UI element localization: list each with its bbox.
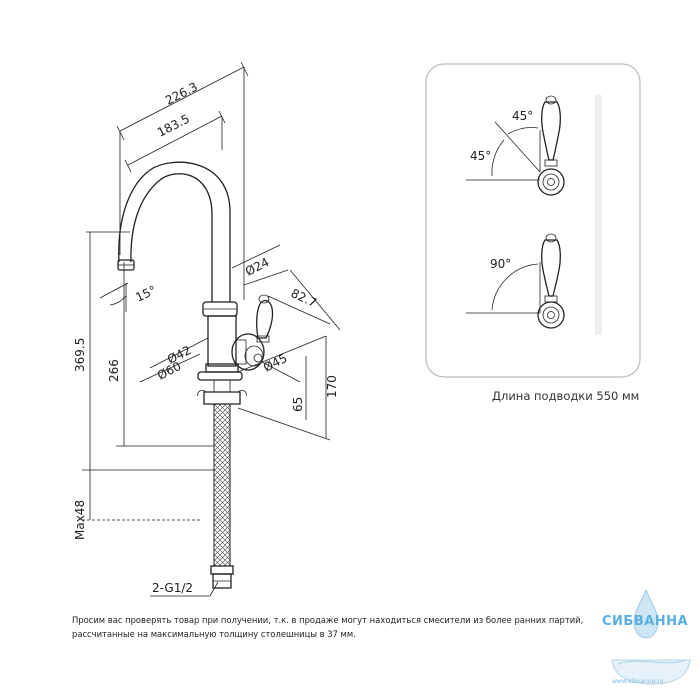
handle-bottom [466,233,565,329]
faucet-drawing [117,161,274,589]
inset-frame [425,63,641,378]
dim-82: 82.7 [289,286,319,310]
handle-top [466,95,565,196]
dim-g12: 2-G1/2 [152,581,193,595]
dim-369: 369.5 [73,338,87,372]
dim-226: 226.3 [163,80,200,108]
lever-handle [256,299,274,339]
brand-site: www.sibvanna.ru [612,678,664,685]
dim-max48: Max48 [73,500,87,540]
brand-logo [611,588,691,685]
spout-outer [130,173,213,302]
water-drop-icon [633,588,659,639]
supply-length-caption: Длина подводки 550 мм [492,389,640,403]
spout-inner [118,161,231,302]
hose-fitting [210,565,234,575]
bathtub-icon [611,659,691,685]
dim-d45: Ø45 [261,351,289,375]
dim-183: 183.5 [155,112,192,140]
faucet-body [207,315,237,367]
inset-bar [595,95,602,335]
dim-266: 266 [107,359,121,382]
dim-65: 65 [291,397,305,412]
angle-90: 90° [490,257,511,271]
notice-line-1: Просим вас проверять товар при получении… [72,615,584,625]
dim-d24: Ø24 [243,255,271,279]
dimension-lines [82,61,341,597]
notice-line-2: рассчитанные на максимальную толщину сто… [72,629,356,639]
notice-text: Просим вас проверять товар при получении… [72,613,592,641]
base-collar [205,363,239,373]
dimension-labels: 226.3 183.5 Ø24 15° 82.7 Ø42 Ø60 Ø45 369… [73,80,339,595]
angle-45-upper: 45° [512,109,533,123]
brand-name: СИБВАННА [602,614,689,629]
mount-nut [203,391,241,405]
inset-panel: 45° 45° 90° [425,63,641,378]
valve-housing [231,333,265,371]
base-flange [197,371,243,381]
dim-170: 170 [325,375,339,398]
supply-hose [213,403,231,567]
angle-45-lower: 45° [470,149,491,163]
dim-15deg: 15° [133,283,158,305]
